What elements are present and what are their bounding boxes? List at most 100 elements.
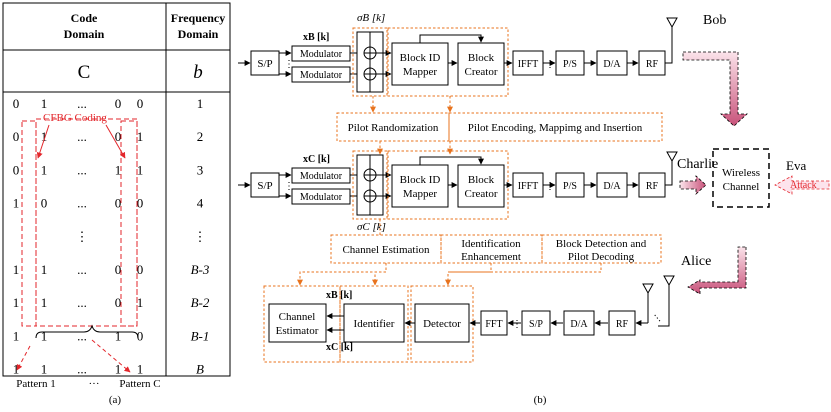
- bob-modulator-1-label: Modulator: [300, 49, 343, 60]
- svg-text:⋮: ⋮: [284, 59, 294, 70]
- freq-domain-header-1: Frequency: [171, 11, 225, 25]
- pilot-encoding-label: Pilot Encoding, Mappimg and Insertion: [468, 122, 643, 134]
- svg-text:⋮: ⋮: [512, 319, 522, 330]
- alice-antenna-icon: [642, 283, 654, 295]
- table-cell: ...: [77, 162, 87, 177]
- table-cell: 0: [137, 196, 144, 211]
- table-cell: ...: [77, 328, 87, 343]
- table-cell: 0: [137, 328, 144, 343]
- alice-xc-label: xC [k]: [326, 342, 353, 353]
- table-cell: 1: [41, 362, 48, 377]
- freq-cell: B: [196, 362, 204, 377]
- pattern-c-label: Pattern C: [119, 378, 160, 390]
- table-cell: 1: [137, 129, 144, 144]
- bob-label: Bob: [703, 13, 726, 28]
- freq-domain-header-2: Domain: [178, 27, 219, 41]
- charlie-block-id-label-1: Block ID: [400, 174, 441, 186]
- svg-text:⋮: ⋮: [284, 181, 294, 192]
- freq-cell: B-2: [191, 295, 210, 310]
- table-cell: 0: [41, 196, 48, 211]
- table-cell: 0: [137, 262, 144, 277]
- table-cell: 1: [41, 262, 48, 277]
- bob-transmitter: S/P ⋮ Modulator Modulator xB [k] σB [k]: [238, 12, 726, 97]
- svg-text:⋮: ⋮: [545, 59, 555, 70]
- table-cell: 1: [115, 162, 122, 177]
- charlie-antenna-icon: [666, 151, 678, 163]
- identification-label-1: Identification: [461, 238, 521, 250]
- charlie-da-label: D/A: [603, 181, 621, 192]
- table-cell: ...: [77, 295, 87, 310]
- table-cell: 0: [13, 129, 20, 144]
- table-cell: 1: [41, 96, 48, 111]
- table-cell: 1: [41, 129, 48, 144]
- bob-xb-label: xB [k]: [303, 32, 329, 43]
- alice-sp-label: S/P: [529, 319, 543, 330]
- bob-to-channel-arrow: [682, 51, 749, 127]
- charlie-xc-label: xC [k]: [303, 154, 330, 165]
- bob-ifft-label: IFFT: [518, 59, 539, 70]
- bob-modulator-2-label: Modulator: [300, 70, 343, 81]
- freq-cell: 3: [197, 162, 204, 177]
- charlie-ifft-label: IFFT: [518, 181, 539, 192]
- table-cell: 0: [13, 96, 20, 111]
- bob-antenna-icon: [666, 17, 678, 29]
- freq-cell: B-1: [191, 328, 210, 343]
- charlie-block-creator-label-1: Block: [468, 174, 495, 186]
- table-cell: 1: [13, 262, 20, 277]
- wireless-channel: Wireless Channel Eva Attack Alice: [679, 51, 830, 295]
- alice-receiver: Channel Estimator Identifier xB [k] xC […: [263, 275, 675, 363]
- table-cell: 1: [41, 162, 48, 177]
- identification-label-2: Enhancement: [461, 251, 521, 263]
- pilot-blocks: Pilot Randomization Pilot Encoding, Mapp…: [336, 96, 663, 155]
- table-cell: 1: [115, 328, 122, 343]
- alice-antenna-2-icon: [663, 275, 675, 287]
- bob-block-id-label-1: Block ID: [400, 52, 441, 64]
- table-cell: 0: [13, 162, 20, 177]
- pattern-dots: ···: [89, 378, 100, 390]
- table-cell: ...: [77, 196, 87, 211]
- caption-b: (b): [534, 394, 547, 406]
- table-cell: ...: [77, 262, 87, 277]
- table-cell: 0: [137, 96, 144, 111]
- bob-sigma-label: σB [k]: [357, 12, 385, 24]
- table-cell: 0: [115, 295, 122, 310]
- charlie-transmitter: S/P ⋮ Modulator Modulator xC [k] σC [k] …: [238, 150, 718, 233]
- charlie-modulator-2-label: Modulator: [300, 192, 343, 203]
- table-cell: ⋮: [76, 229, 89, 244]
- table-cell: 1: [41, 295, 48, 310]
- table-cell: 1: [137, 295, 144, 310]
- freq-cell: 4: [197, 196, 204, 211]
- charlie-block-creator-label-2: Creator: [465, 188, 498, 200]
- table-cell: 1: [13, 328, 20, 343]
- pilot-randomization-label: Pilot Randomization: [348, 122, 439, 134]
- bob-rf-label: RF: [646, 59, 659, 70]
- eva-label: Eva: [786, 158, 806, 173]
- table-cell: 1: [13, 196, 20, 211]
- table-cell: 1: [13, 295, 20, 310]
- cfbg-coding-label: CFBG Coding: [43, 112, 107, 124]
- caption-a: (a): [109, 394, 122, 406]
- bob-da-label: D/A: [603, 59, 621, 70]
- freq-cell: 1: [197, 96, 204, 111]
- svg-text:⋮: ⋮: [545, 181, 555, 192]
- charlie-ps-label: P/S: [563, 181, 577, 192]
- block-detection-label-2: Pilot Decoding: [568, 251, 635, 263]
- table-cell: ...: [77, 362, 87, 377]
- table-cell: 1: [41, 328, 48, 343]
- code-symbol: C: [78, 62, 91, 83]
- eva-attack-arrow: [774, 175, 830, 195]
- table-cell: 0: [115, 129, 122, 144]
- alice-da-label: D/A: [570, 319, 588, 330]
- bob-sp-label: S/P: [257, 58, 272, 70]
- table-cell: ...: [77, 96, 87, 111]
- freq-cell: B-3: [191, 262, 210, 277]
- fft-label: FFT: [485, 319, 502, 330]
- pattern-1-label: Pattern 1: [16, 378, 55, 390]
- detector-label: Detector: [423, 318, 461, 330]
- channel-estimator-label-1: Channel: [279, 311, 316, 323]
- bob-block-creator-label-2: Creator: [465, 66, 498, 78]
- charlie-block-id-label-2: Mapper: [403, 188, 438, 200]
